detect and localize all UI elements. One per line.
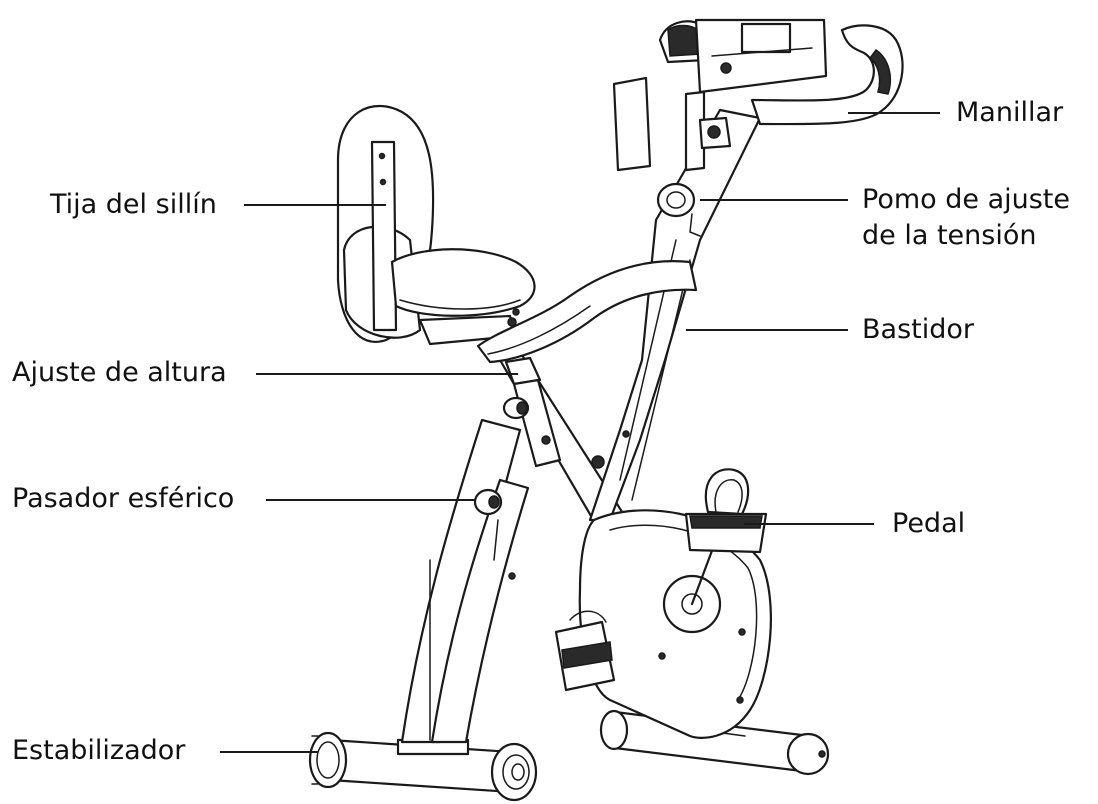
label-bastidor: Bastidor — [862, 314, 974, 345]
leader-lines — [220, 112, 940, 753]
height-adjustment — [502, 356, 562, 468]
side-handle — [476, 260, 698, 364]
label-manillar: Manillar — [956, 97, 1064, 128]
label-pasador-esferico: Pasador esférico — [12, 483, 235, 514]
front-stabilizer — [599, 709, 830, 776]
ball-pin — [473, 488, 516, 580]
seat-assembly — [336, 104, 536, 346]
label-ajuste-de-altura: Ajuste de altura — [12, 357, 227, 388]
rear-frame-leg — [400, 418, 530, 744]
rear-stabilizer — [308, 731, 538, 802]
left-pedal — [554, 610, 616, 692]
label-estabilizador: Estabilizador — [12, 735, 186, 766]
label-pomo-ajuste-line2: de la tensión — [862, 220, 1037, 251]
label-pedal: Pedal — [892, 508, 966, 539]
tension-knob — [656, 182, 701, 237]
label-tija-del-sillin: Tija del sillín — [50, 189, 217, 220]
handlebar-console — [612, 18, 904, 172]
label-pomo-ajuste-line1: Pomo de ajuste — [862, 184, 1070, 215]
